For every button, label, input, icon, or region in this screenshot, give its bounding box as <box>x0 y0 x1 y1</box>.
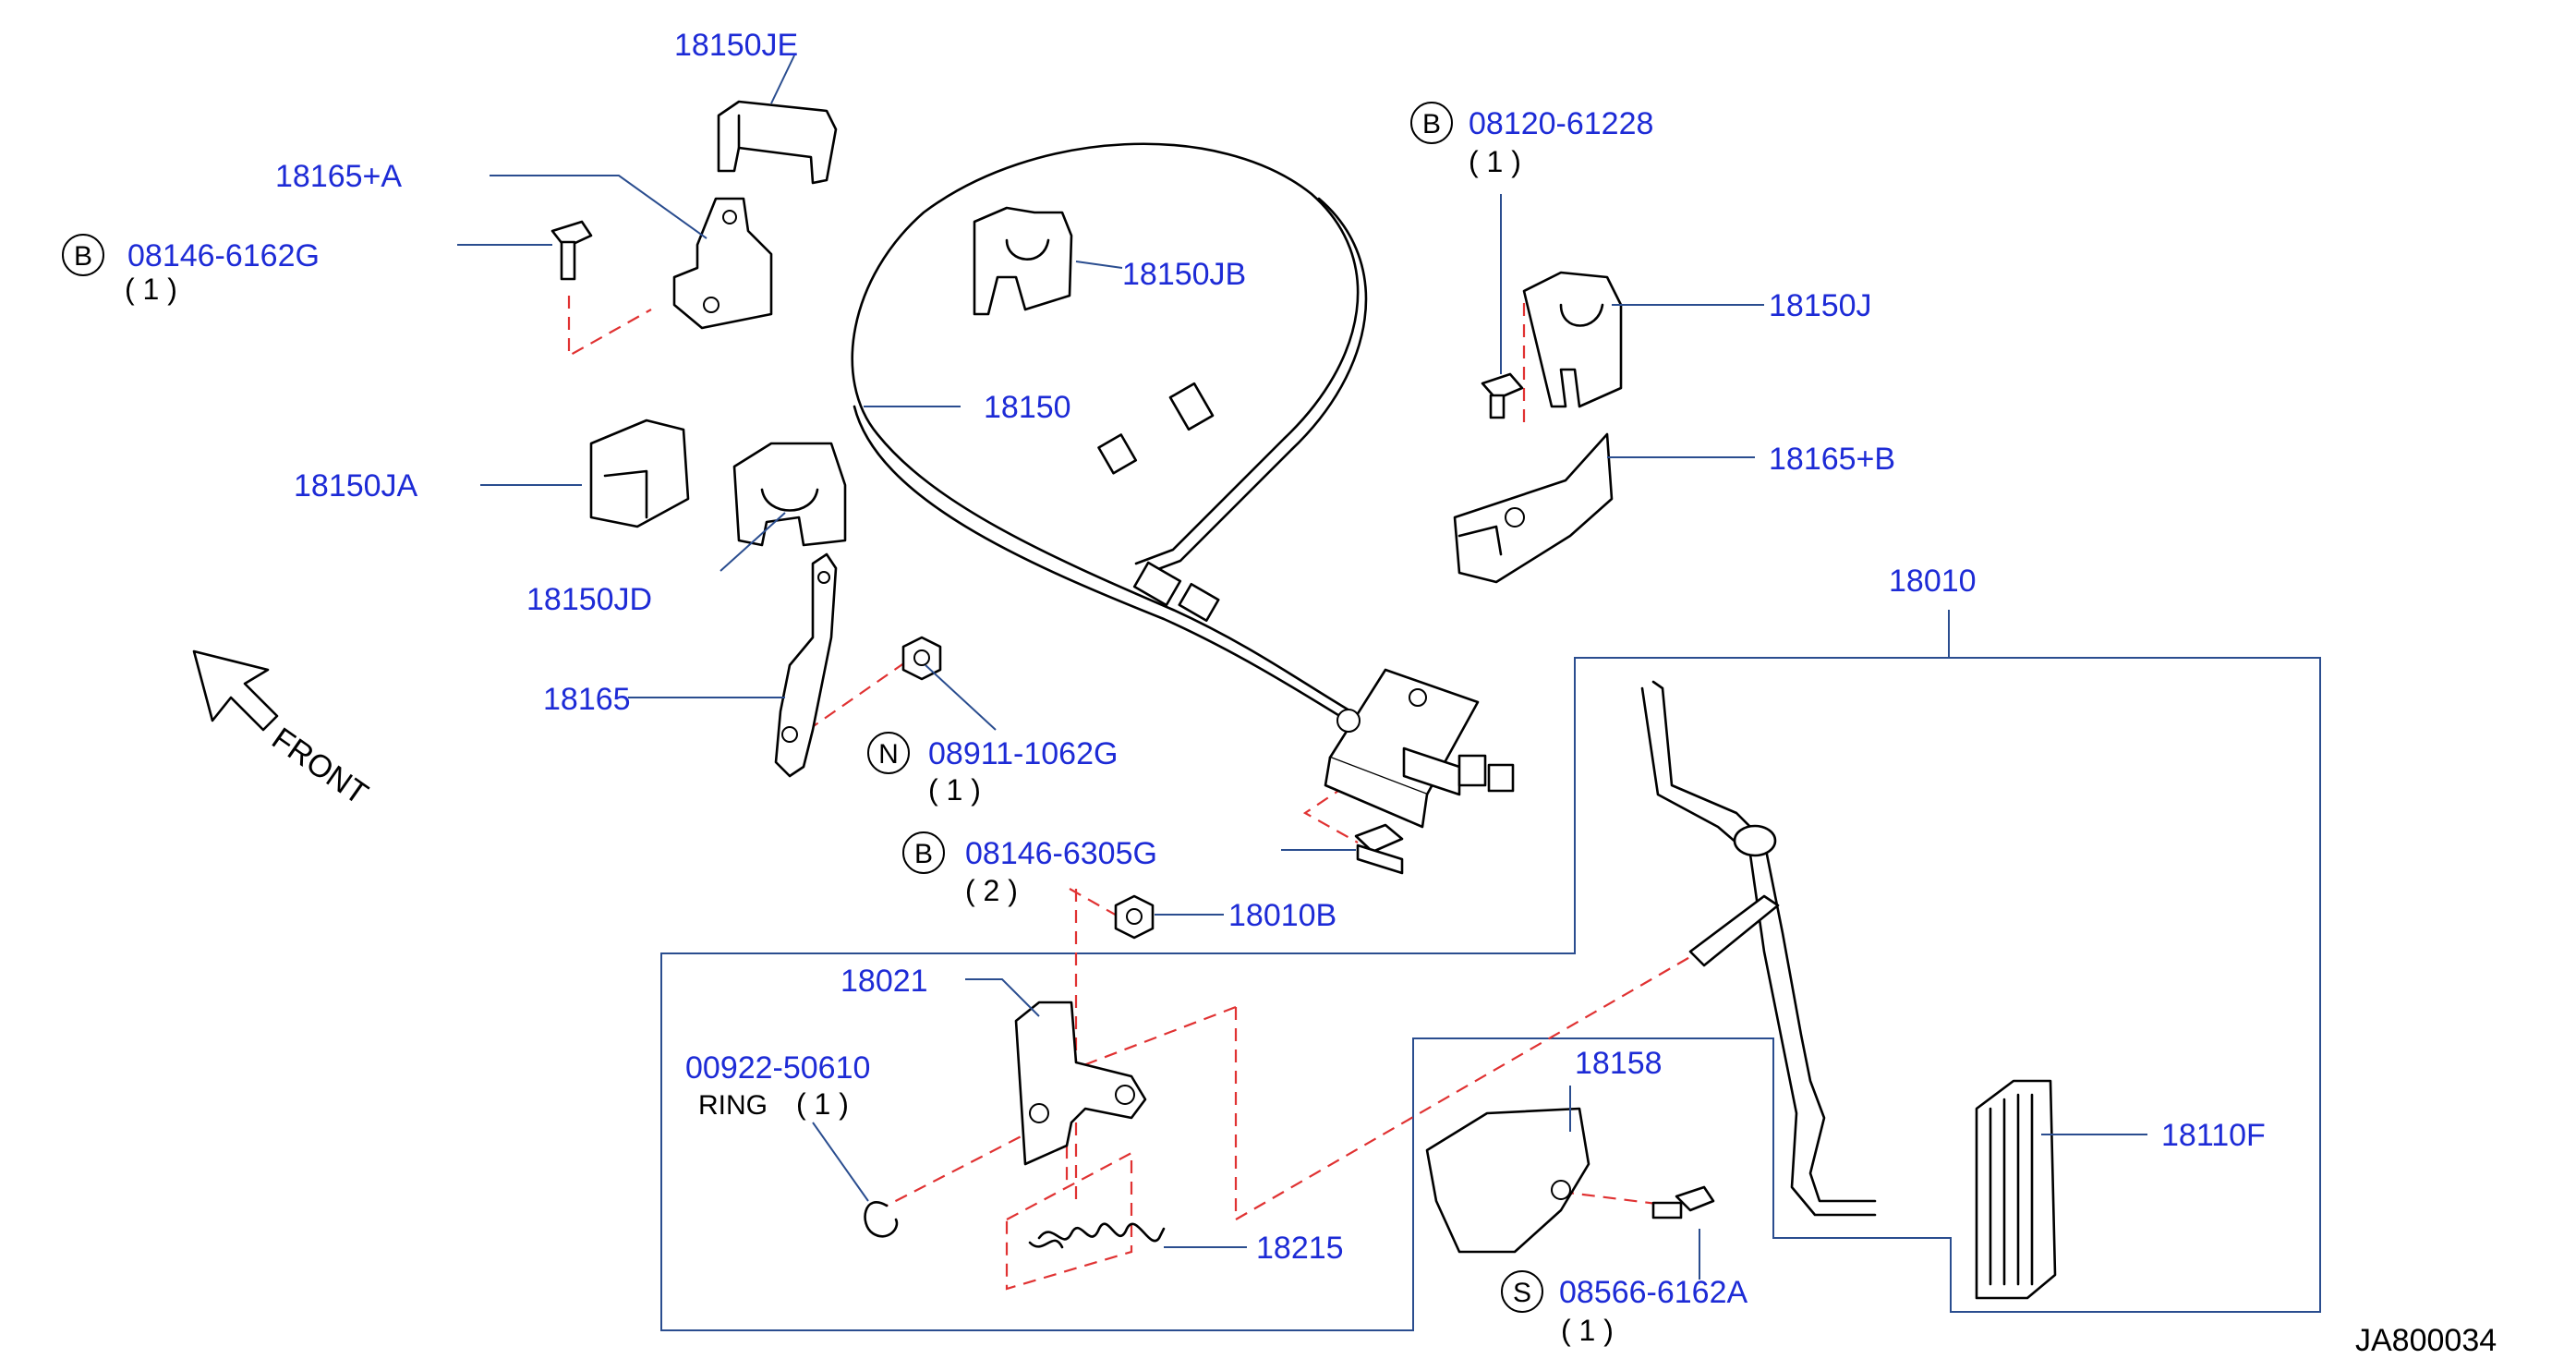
svg-text:B: B <box>914 839 933 869</box>
nut-18010B-drawing <box>1114 894 1155 940</box>
label-18158: 18158 <box>1575 1046 1663 1081</box>
assembly-box-18158 <box>1413 1037 1951 1239</box>
label-diagram-code: JA800034 <box>2355 1323 2497 1358</box>
clip-18150JB-drawing <box>973 206 1073 316</box>
marker-s-icon: S <box>1501 1270 1543 1313</box>
bolt-b3-drawing <box>1481 372 1524 419</box>
marker-n-icon: N <box>867 732 910 774</box>
ring-drawing <box>864 1201 899 1238</box>
clip-18150JD-drawing <box>732 442 847 547</box>
label-b2-code: 08146-6305G <box>965 836 1157 871</box>
label-18150JD: 18150JD <box>526 582 652 617</box>
label-ring-code: 00922-50610 <box>685 1050 870 1086</box>
spring-18215-drawing <box>1028 1222 1166 1249</box>
svg-text:S: S <box>1513 1278 1531 1308</box>
nut-n-drawing <box>901 636 942 681</box>
svg-text:B: B <box>74 241 92 272</box>
bolt-s-drawing <box>1651 1185 1715 1219</box>
label-b3-code: 08120-61228 <box>1469 106 1653 141</box>
label-18150JA: 18150JA <box>294 468 418 504</box>
label-s-code: 08566-6162A <box>1559 1275 1748 1310</box>
label-b1-qty: ( 1 ) <box>125 273 177 306</box>
label-s-qty: ( 1 ) <box>1561 1314 1614 1347</box>
label-n-qty: ( 1 ) <box>928 773 981 807</box>
bracket-18021-drawing <box>1014 1001 1147 1166</box>
leader-lines <box>457 55 2147 1280</box>
label-b3-qty: ( 1 ) <box>1469 145 1521 178</box>
label-18150JB: 18150JB <box>1122 257 1246 292</box>
marker-b1-icon: B <box>62 234 104 276</box>
marker-b2-icon: B <box>902 831 945 874</box>
label-18021: 18021 <box>841 964 928 999</box>
bracket-18165A-drawing <box>672 197 773 330</box>
label-b2-qty: ( 2 ) <box>965 874 1018 907</box>
label-18165: 18165 <box>543 682 631 717</box>
stopper-18158-drawing <box>1425 1107 1590 1254</box>
bracket-18165-drawing <box>774 552 838 778</box>
bracket-18165B-drawing <box>1453 432 1614 584</box>
pedal-arm-drawing <box>1640 680 1877 1217</box>
label-ring-text: RING <box>698 1090 768 1121</box>
bracket-cable-end-drawing <box>1324 668 1515 829</box>
bolt-b1-drawing <box>550 220 593 281</box>
front-arrow-icon <box>192 649 279 732</box>
label-b1-code: 08146-6162G <box>127 238 320 273</box>
label-18010B: 18010B <box>1228 898 1336 933</box>
label-18010: 18010 <box>1889 564 1977 599</box>
clip-18150J-drawing <box>1522 271 1623 408</box>
label-n-code: 08911-1062G <box>928 736 1118 771</box>
label-front: FRONT <box>265 721 374 811</box>
label-18215: 18215 <box>1256 1231 1344 1266</box>
marker-b3-icon: B <box>1410 102 1453 144</box>
svg-text:N: N <box>878 739 899 770</box>
cable-18150-drawing <box>851 142 1406 746</box>
label-18150: 18150 <box>984 390 1071 425</box>
label-18110F: 18110F <box>2161 1118 2266 1153</box>
label-18150J: 18150J <box>1769 288 1872 323</box>
label-18165B: 18165+B <box>1769 442 1895 477</box>
clip-18150JA-drawing <box>589 419 690 528</box>
label-18150JE: 18150JE <box>674 28 798 63</box>
svg-text:B: B <box>1422 109 1441 140</box>
bolt-b2-drawing <box>1354 823 1404 875</box>
label-18165A: 18165+A <box>275 159 402 194</box>
label-ring-qty: ( 1 ) <box>796 1087 849 1121</box>
clip-18150JE-drawing <box>717 100 838 185</box>
pedal-pad-18110F-drawing <box>1975 1079 2057 1300</box>
